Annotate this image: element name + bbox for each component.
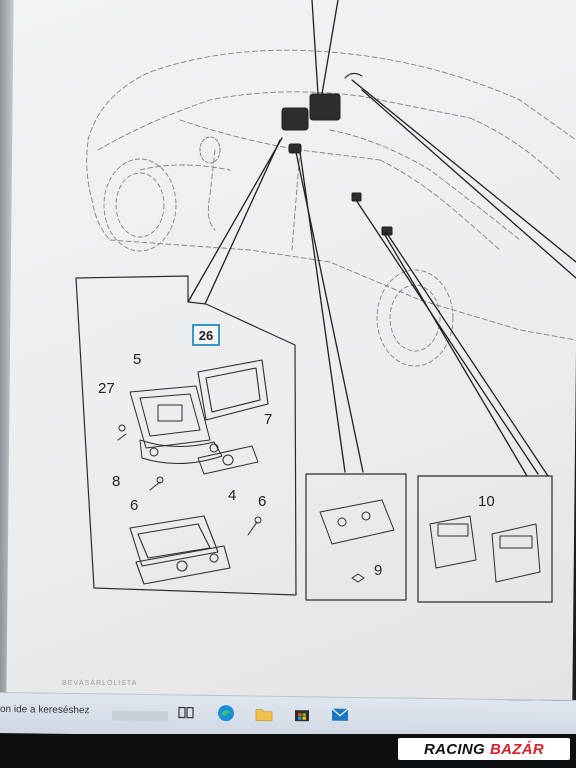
car-wheels	[103, 158, 454, 367]
folder-icon[interactable]	[254, 704, 274, 724]
callout-27: 27	[98, 380, 115, 397]
callout-10: 10	[478, 493, 495, 510]
store-icon[interactable]	[292, 704, 312, 724]
racing-bazar-watermark: RACING BAZÁR	[398, 738, 570, 760]
mail-icon[interactable]	[330, 705, 350, 725]
taskbar-search-box[interactable]: on ide a kereséshez	[0, 703, 90, 717]
screws	[117, 424, 262, 536]
watermark-part2: BAZÁR	[489, 740, 544, 758]
callout-9: 9	[374, 562, 383, 579]
watermark-part1: RACING	[424, 740, 485, 758]
callout-26-label: 26	[198, 327, 214, 343]
faint-screen-label: BEVÁSÁRLÓLISTA	[62, 680, 138, 687]
control-panel-sketch	[197, 445, 259, 475]
head-unit-sketch	[129, 385, 223, 464]
car-outline	[86, 49, 576, 341]
taskbar: on ide a kereséshez	[0, 691, 576, 742]
callout-8: 8	[112, 473, 121, 490]
callout-7: 7	[264, 411, 273, 428]
callout-5: 5	[133, 351, 142, 368]
taskbar-blurred-apps	[112, 710, 168, 722]
leader-lines	[187, 0, 576, 477]
display-sketch	[197, 359, 269, 421]
edge-icon[interactable]	[216, 703, 236, 723]
callout-6b: 6	[258, 493, 267, 510]
connector-sketch	[429, 515, 541, 583]
callout-6a: 6	[130, 497, 139, 514]
detail-panels	[75, 275, 553, 603]
switch-block-sketch	[319, 499, 395, 583]
task-view-icon[interactable]	[176, 702, 196, 722]
radio-sketch	[129, 515, 231, 585]
callout-26-highlight: 26	[192, 324, 220, 346]
callout-4: 4	[228, 487, 237, 504]
